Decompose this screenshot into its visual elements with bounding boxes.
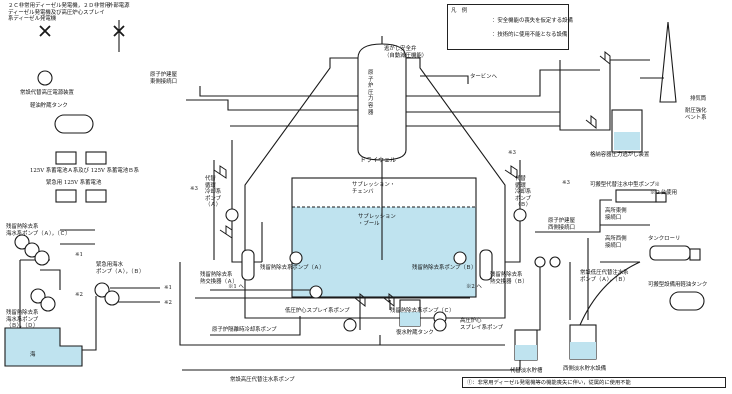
sw-pump-1 (14, 234, 30, 250)
stack (659, 21, 677, 103)
suppression-chamber-label: サプレッション・ チェンバ (352, 182, 396, 195)
vent-label: 耐圧強化 ベント系 (685, 108, 707, 121)
m2b: ※2 (164, 300, 172, 306)
drywell-label: ドライウェル (360, 157, 397, 164)
high-inlet-label: 高所東側 接続口 (605, 208, 627, 221)
rhr-hx-b (479, 249, 493, 281)
emerg-pump-2 (104, 290, 120, 306)
alt-pump-ab-label: 常設低圧代替注水系 ポンプ（Ａ），（Ｂ） (580, 270, 629, 283)
battery-a-label: 125V 系蓄電池Ａ系及び 125V 系蓄電池Ｂ系 (30, 168, 139, 174)
portable-tank-label: 可搬型設備用軽油タンク (648, 282, 708, 288)
cst-label: 復水貯蔵タンク (396, 330, 434, 336)
tank-lorry (649, 245, 691, 261)
rhr-pump-c-label: 残留熱除去系ポンプ（Ｃ） (390, 308, 455, 314)
battery-b-1 (55, 189, 77, 203)
sea-label: 海 (30, 352, 36, 358)
legend-item-loss: ：安全機能の喪失を仮定する設備 (492, 18, 573, 24)
west-low-inlet-label: 高所西側 接続口 (605, 236, 627, 249)
sw-pump-5 (40, 296, 56, 312)
portable-pump-label: 可搬型代替注水中型ポンプ※ (590, 182, 660, 188)
generator-symbol (37, 70, 53, 86)
alt-spray-a-label: 代替 循環 冷却系 ポンプ （Ａ） (205, 176, 222, 209)
alt-hp-label: 常設高圧代替注水系ポンプ (230, 377, 295, 383)
filtered-vent-label: 格納容器圧力逃がし装置 (590, 152, 650, 158)
emergency-pump-label: 緊急用海水 ポンプ（Ａ），（Ｂ） (96, 262, 145, 275)
suppression-pool-label: サプレッション ・プール (358, 214, 396, 227)
sw-pump-4 (30, 288, 46, 304)
filtered-vent-tank (611, 109, 643, 153)
mark3-a: ※3 (508, 150, 516, 156)
battery-a-2 (85, 151, 107, 165)
sw-pump-3 (34, 250, 50, 266)
lpcs-label: 低圧炉心スプレイ系ポンプ (285, 308, 350, 314)
battery-a-1 (55, 151, 77, 165)
oil-tank (54, 114, 94, 134)
emerg-pump-1 (94, 282, 110, 298)
alt-spray-b-label: 代替 循環 冷却系 ポンプ （Ｂ） (515, 176, 532, 209)
alt-spray-pump-b (513, 208, 527, 222)
suppression-pool-water (292, 207, 476, 297)
mark3-c: ※3 (190, 186, 198, 192)
to-mark1: ※1 へ (228, 284, 244, 290)
to-mark2: ※2 へ (466, 284, 482, 290)
hpcs-pump (433, 318, 447, 332)
rhr-hx-b-label: 残留熱除去系 熱交換器（Ｂ） (490, 272, 528, 285)
rhr-pump-b-label: 残留熱除去系ポンプ（Ｂ） (412, 265, 477, 271)
lpcs-pump (309, 285, 323, 299)
legend-item-unusable: ：技術的に使用不能となる設備 (492, 32, 568, 38)
m1b: ※1 (164, 285, 172, 291)
footnote: ①：非常用ディーゼル発電機等の機能喪失に伴い，従属的に使用不能 (462, 377, 726, 388)
m1a: ※1 (75, 252, 83, 258)
alt-lp-pump (534, 256, 546, 268)
rcic-pump (343, 318, 357, 332)
rhr-sw-bd-label: 残留熱除去系 海水系ポンプ （Ｂ），（Ｄ） (6, 310, 39, 330)
reactor-pressure-vessel (357, 43, 407, 161)
two-units-label: ※２台使用 (650, 190, 677, 196)
portable-oil-tank (669, 291, 705, 311)
srv-label: 逃がし安全弁 （自動減圧機能） (384, 46, 428, 59)
rhr-pump-a-label: 残留熱除去系ポンプ（Ａ） (260, 265, 325, 271)
sw-pump-2 (24, 242, 40, 258)
m2a: ※2 (75, 292, 83, 298)
sea-water (4, 327, 83, 367)
building-inlet-label: 原子炉建屋 東側接続口 (150, 72, 177, 85)
battery-b-label: 緊急用 125V 系蓄電池 (46, 180, 102, 186)
rhr-hx-a-label: 残留熱除去系 熱交換器（Ａ） (200, 272, 238, 285)
alt-spray-pump-a (225, 208, 239, 222)
offsite-power: 外部電源 (108, 3, 130, 9)
tank-lorry-label: タンクローリ (648, 236, 681, 242)
suppression-chamber-box (291, 177, 477, 298)
mark3-b: ※3 (562, 180, 570, 186)
rhr-sw-ac-label: 残留熱除去系 海水系ポンプ（Ａ），（Ｃ） (6, 224, 71, 237)
turbine-label: タービンへ (470, 74, 497, 80)
dg-failed-icon (39, 25, 51, 37)
generator-label: 常設代替高圧電源装置 (20, 90, 74, 96)
legend: 凡 例 ：安全機能の喪失を仮定する設備 ：技術的に使用不能となる設備 (447, 4, 573, 50)
tank-label: 軽油貯蔵タンク (30, 103, 68, 109)
rpv-label: 原子炉圧力容器 (368, 70, 374, 116)
legend-title: 凡 例 (451, 8, 468, 14)
stack-label: 排気筒 (690, 96, 707, 102)
rhr-pump-a (289, 251, 303, 265)
hpcs-label: 高圧炉心 スプレイ系ポンプ (460, 318, 503, 331)
rhr-pump-b (453, 251, 467, 265)
alt-lp-pump-2 (549, 256, 561, 268)
dg-note: ２Ｃ非常用ディーゼル発電機，２Ｄ非常用 ディーゼル発電機及び高圧炉心スプレイ 系… (8, 3, 111, 23)
alt-tank-label: 代替淡水貯槽 (510, 368, 543, 374)
battery-b-2 (85, 189, 107, 203)
west-tank-label: 西側淡水貯水設備 (563, 366, 607, 372)
rhr-hx-a (241, 249, 255, 281)
rcic-label: 原子炉隔離時冷却系ポンプ (212, 327, 277, 333)
west-inlet-label: 原子炉建屋 西側接続口 (548, 218, 575, 231)
